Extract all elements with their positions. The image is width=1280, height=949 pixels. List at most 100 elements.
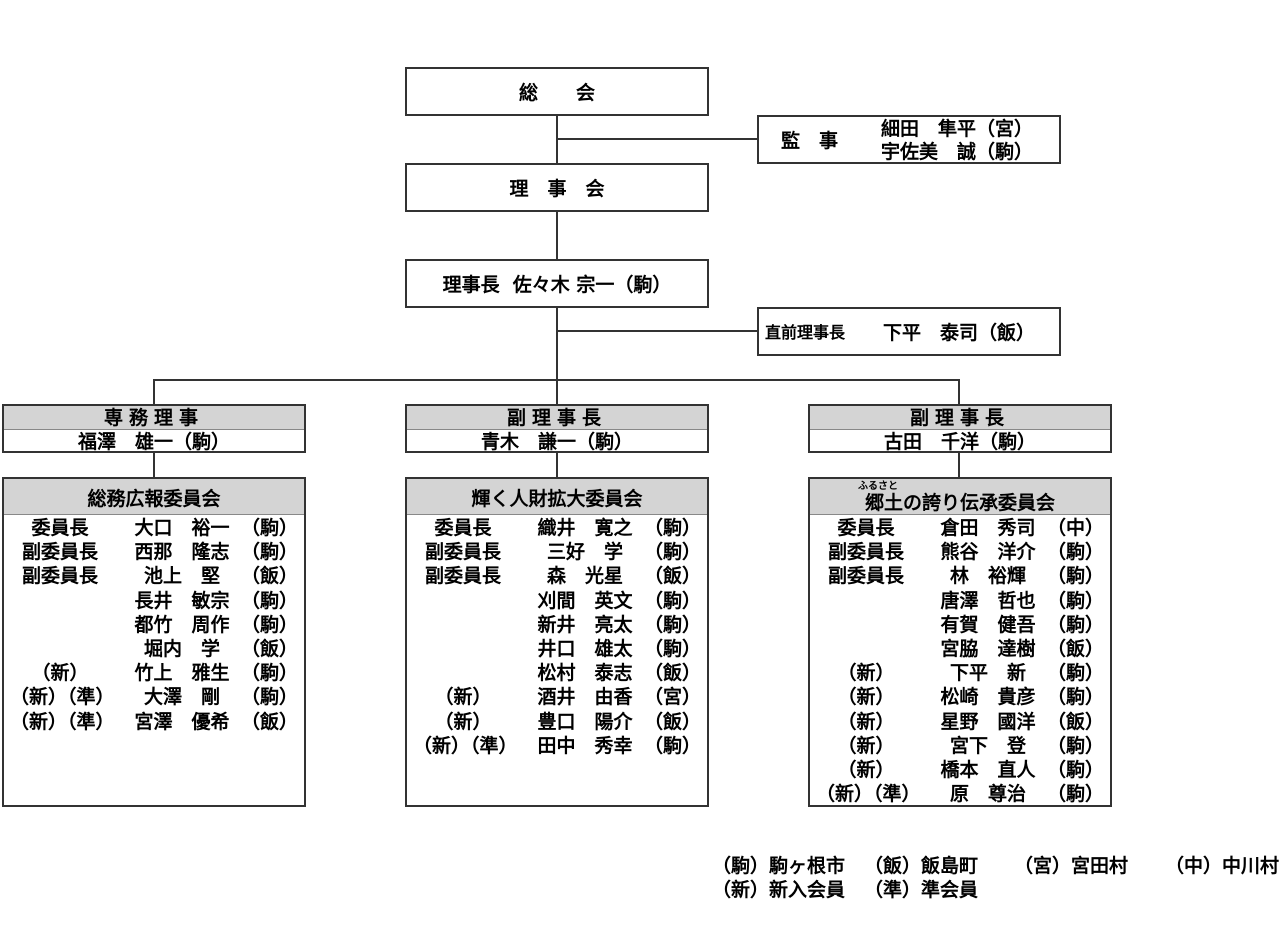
member-name: 西那 隆志	[134, 541, 230, 564]
member-row: （新）松崎 貴彦（駒）	[816, 685, 1110, 709]
member-role: （新）	[837, 734, 895, 757]
member-name: 原 尊治	[949, 783, 1026, 806]
member-role: 委員長	[31, 517, 89, 539]
member-area: （飯）	[240, 710, 298, 733]
committee-box-general-affairs: 総務広報委員会 委員長大口 裕一（駒）副委員長西那 隆志（駒）副委員長池上 堅（…	[2, 477, 306, 807]
chairman-label: 理事長 佐々木 宗一（駒）	[442, 274, 672, 296]
member-area: （飯）	[643, 565, 701, 588]
head-box-managing-director: 専務理事 福澤 雄一（駒）	[2, 404, 306, 453]
member-name: 刈間 英文	[537, 589, 633, 612]
member-area: （飯）	[643, 710, 701, 733]
member-role: 副委員長	[424, 541, 501, 564]
member-name: 長井 敏宗	[134, 589, 230, 612]
member-role: （新）（準）	[816, 783, 921, 806]
member-row: （新）（準） 田中 秀幸 （駒）	[413, 734, 707, 758]
member-area: （駒）	[240, 589, 298, 612]
member-area: （駒）	[1046, 783, 1104, 806]
member-area: （駒）	[643, 734, 701, 757]
member-row: 委員長 織井 寛之 （駒）	[413, 516, 707, 540]
member-row: （新）下平 新（駒）	[816, 661, 1110, 685]
member-row: 副委員長森 光星（飯）	[413, 564, 707, 588]
member-area: （飯）	[643, 662, 701, 685]
connector-line	[556, 452, 558, 478]
member-role: 委員長	[837, 517, 895, 539]
member-name: 大澤 剛	[143, 686, 220, 709]
member-area: （駒）	[643, 517, 701, 539]
board-box: 理 事 会	[405, 163, 709, 212]
former-chairman-label: 直前理事長	[765, 323, 846, 342]
member-name: 新井 亮太	[537, 613, 633, 636]
legend-item: （駒）駒ヶ根市	[712, 855, 846, 877]
general-assembly-label: 総 会	[518, 82, 595, 104]
member-row: 長井 敏宗 （駒）	[10, 589, 304, 613]
auditor-name: 宇佐美 誠（駒）	[881, 141, 1034, 163]
member-role: （新）	[434, 710, 492, 733]
committee-box-talent: 輝く人財拡大委員会 委員長織井 寛之（駒）副委員長三好 学（駒）副委員長森 光星…	[405, 477, 709, 807]
member-row: 副委員長 熊谷 洋介 （駒）	[816, 540, 1110, 564]
member-area: （駒）	[240, 686, 298, 709]
general-assembly-box: 総 会	[405, 67, 709, 116]
member-area: （駒）	[240, 662, 298, 685]
connector-line	[153, 379, 155, 405]
member-role: （新）	[837, 686, 895, 709]
member-name: 酒井 由香	[537, 686, 633, 709]
head-box-vice-chairman-2: 副理事長 古田 千洋（駒）	[808, 404, 1112, 453]
member-area: （駒）	[643, 541, 701, 564]
member-row: （新）星野 國洋（飯）	[816, 710, 1110, 734]
member-name: 森 光星	[546, 565, 623, 588]
member-area: （駒）	[1046, 662, 1104, 685]
member-row: 副委員長西那 隆志（駒）	[10, 540, 304, 564]
member-area: （宮）	[643, 686, 701, 709]
member-name: 有賀 健吾	[940, 613, 1036, 636]
legend-item: （準）準会員	[864, 879, 979, 901]
auditor-name: 細田 隼平（宮）	[881, 118, 1034, 140]
member-row: （新） 酒井 由香 （宮）	[413, 685, 707, 709]
member-row: 唐澤 哲也（駒）	[816, 589, 1110, 613]
member-name: 竹上 雅生	[134, 662, 230, 685]
member-row: （新）（準）宮澤 優希（飯）	[10, 710, 304, 734]
connector-line	[556, 330, 758, 332]
member-role: （新）（準）	[10, 686, 115, 709]
member-row: 松村 泰志 （飯）	[413, 661, 707, 685]
member-name: 堀内 学	[143, 638, 220, 660]
member-row: 堀内 学（飯）	[10, 637, 304, 661]
member-role: 副委員長	[827, 541, 904, 564]
connector-line	[153, 452, 155, 478]
member-name: 熊谷 洋介	[940, 541, 1036, 564]
member-name: 三好 学	[546, 541, 623, 564]
member-name: 宮澤 優希	[134, 710, 230, 733]
member-name: 下平 新	[949, 662, 1026, 685]
member-row: 刈間 英文（駒）	[413, 589, 707, 613]
member-role: 副委員長	[21, 541, 98, 564]
member-area: （駒）	[1046, 541, 1104, 564]
auditors-label: 監 事	[781, 130, 839, 152]
member-area: （駒）	[240, 517, 298, 539]
committee-title: 輝く人財拡大委員会	[471, 487, 643, 510]
head-name: 福澤 雄一（駒）	[77, 431, 230, 453]
connector-line	[556, 307, 558, 405]
member-row: （新）橋本 直人（駒）	[816, 758, 1110, 782]
committee-title: 総務広報委員会	[87, 487, 221, 510]
member-row: 新井 亮太 （駒）	[413, 613, 707, 637]
former-chairman-box: 直前理事長 下平 泰司（飯）	[757, 307, 1061, 356]
member-row: （新）豊口 陽介（飯）	[413, 710, 707, 734]
member-role: 副委員長	[827, 565, 904, 588]
connector-line	[556, 138, 758, 140]
committee-box-hometown: ふるさと 郷土の誇り伝承委員会 委員長倉田 秀司（中）副委員長熊谷 洋介（駒）副…	[808, 477, 1112, 807]
member-role: （新）	[434, 686, 492, 709]
member-role: （新）（準）	[413, 734, 518, 757]
member-role: 委員長	[434, 517, 492, 539]
member-area: （駒）	[1046, 759, 1104, 781]
member-name: 松村 泰志	[537, 662, 633, 685]
member-area: （駒）	[1046, 565, 1104, 588]
member-role: （新）	[31, 662, 89, 685]
member-name: 星野 國洋	[940, 710, 1036, 733]
member-name: 織井 寛之	[537, 517, 633, 539]
member-area: （駒）	[1046, 734, 1104, 757]
member-role: （新）	[837, 710, 895, 733]
member-area: （駒）	[643, 613, 701, 636]
member-name: 宮脇 達樹	[940, 638, 1036, 660]
member-name: 田中 秀幸	[537, 734, 633, 757]
committee-title: 郷土の誇り伝承委員会	[864, 491, 1055, 514]
connector-line	[958, 452, 960, 478]
